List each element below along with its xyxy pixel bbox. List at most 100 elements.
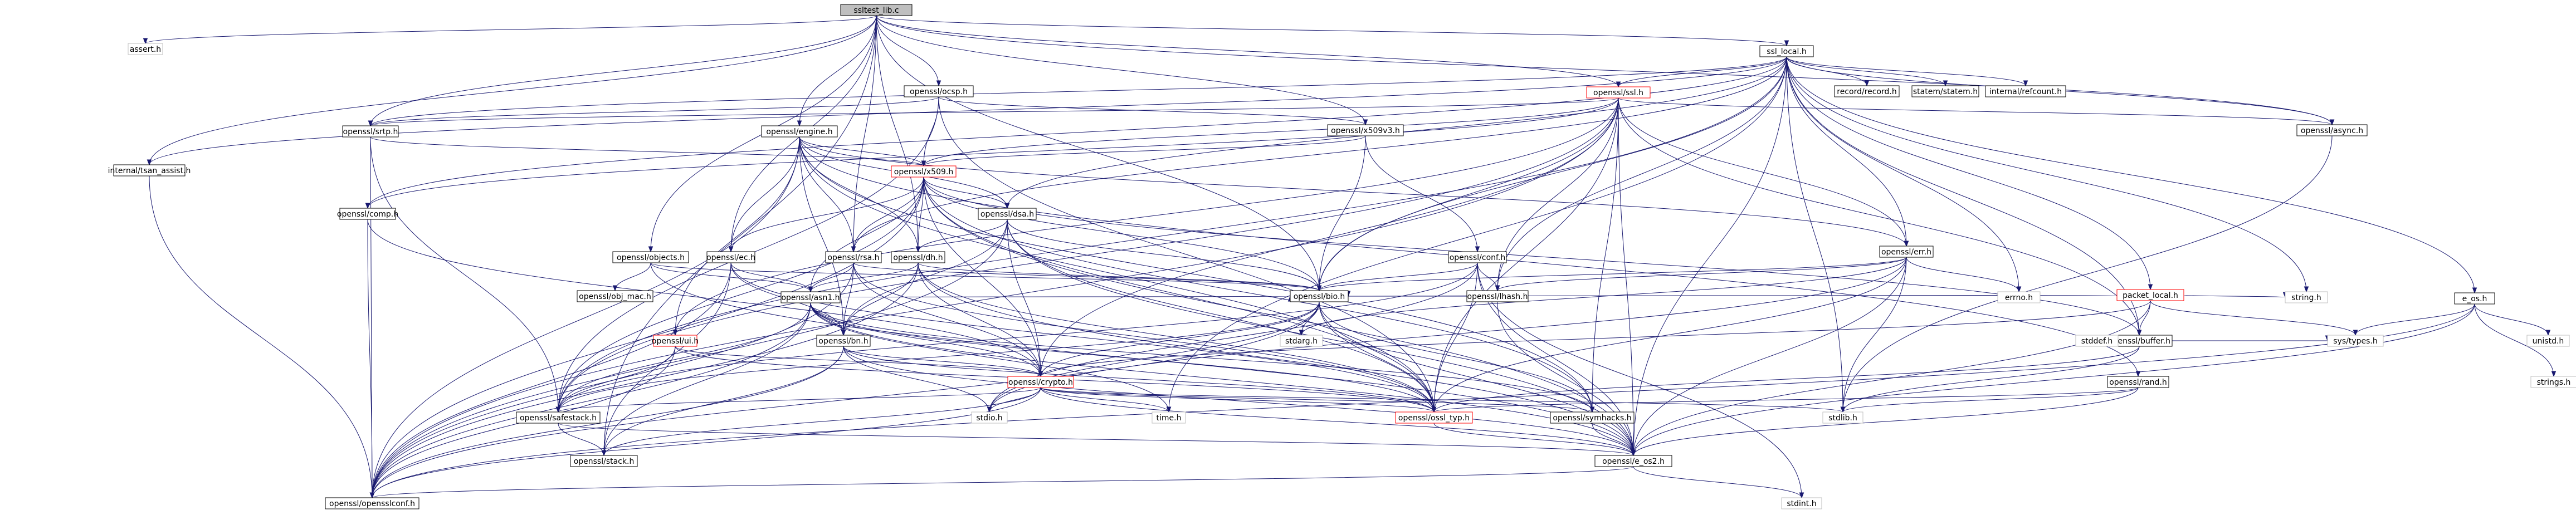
edge-arrowhead (1475, 246, 1480, 253)
node-ssl[interactable]: openssl/ssl.h (1586, 86, 1651, 99)
dependency-edge (918, 262, 1320, 291)
node-unistd: unistd.h (2526, 335, 2570, 347)
node-buffer[interactable]: openssl/buffer.h (2106, 335, 2173, 347)
node-ssl-local[interactable]: ssl_local.h (1759, 45, 1814, 57)
node-systypes: sys/types.h (2327, 335, 2384, 347)
dependency-edge (1497, 301, 1634, 456)
node-safestack[interactable]: openssl/safestack.h (516, 411, 601, 424)
dependency-edge (558, 301, 1320, 413)
node-stack[interactable]: openssl/stack.h (570, 455, 638, 467)
dependency-edge (876, 15, 939, 86)
dependency-edge (370, 136, 924, 166)
dependency-edge (558, 262, 1478, 413)
node-dsa[interactable]: openssl/dsa.h (978, 208, 1037, 220)
edge-arrowhead (2304, 286, 2309, 293)
edge-arrowhead (1864, 80, 1870, 87)
node-ec[interactable]: openssl/ec.h (706, 251, 755, 263)
dependency-edge (1007, 219, 1435, 413)
dependency-edge (370, 136, 373, 498)
node-ossl-typ[interactable]: openssl/ossl_typ.h (1395, 411, 1473, 424)
node-opensslconf[interactable]: openssl/opensslconf.h (325, 497, 419, 509)
node-statem[interactable]: statem/statem.h (1911, 85, 1979, 97)
dependency-edge (876, 15, 1320, 291)
dependency-edge (876, 15, 919, 252)
node-obj-mac[interactable]: openssl/obj_mac.h (577, 290, 653, 302)
dependency-edge (1633, 56, 1787, 456)
node-bn[interactable]: openssl/bn.h (816, 335, 871, 347)
node-async[interactable]: openssl/async.h (2296, 124, 2368, 136)
dependency-edge (372, 303, 2475, 498)
node-x509v3[interactable]: openssl/x509v3.h (1327, 124, 1404, 136)
node-tsan[interactable]: internal/tsan_assist.h (108, 164, 191, 176)
node-box (825, 251, 882, 263)
node-box (761, 125, 838, 138)
dependency-edge (810, 176, 924, 292)
node-box (2454, 292, 2495, 305)
node-bio[interactable]: openssl/bio.h (1290, 290, 1349, 302)
graph-edges (143, 15, 2557, 499)
dependency-edge (1497, 97, 1619, 291)
node-box (971, 411, 1008, 424)
node-root[interactable]: ssltest_lib.c (840, 4, 913, 16)
dependency-edge (876, 15, 1366, 125)
dependency-edge (367, 56, 1787, 209)
node-srtp[interactable]: openssl/srtp.h (342, 125, 399, 138)
node-box (706, 251, 755, 263)
node-box (1822, 411, 1863, 424)
node-box (2107, 376, 2169, 388)
node-err[interactable]: openssl/err.h (1879, 246, 1934, 258)
dependency-edge (1040, 387, 1593, 413)
dependency-edge (603, 387, 1041, 456)
node-lhash[interactable]: openssl/lhash.h (1466, 290, 1529, 302)
node-label: openssl/rand.h (2109, 378, 2167, 387)
dependency-edge (1007, 219, 1320, 291)
node-label: openssl/bio.h (1294, 292, 1345, 301)
node-stdint: stdint.h (1781, 497, 1822, 509)
node-x509[interactable]: openssl/x509.h (891, 165, 957, 178)
dependency-edge (810, 302, 1634, 456)
dependency-edge (810, 302, 1041, 377)
node-box (612, 251, 689, 263)
node-label: openssl/dsa.h (980, 210, 1034, 219)
node-refcount[interactable]: internal/refcount.h (1985, 85, 2066, 97)
node-ui[interactable]: openssl/ui.h (652, 335, 699, 347)
node-engine[interactable]: openssl/engine.h (761, 125, 838, 138)
dependency-edge (810, 262, 854, 292)
dependency-edge (989, 257, 1907, 413)
dependency-edge (810, 302, 1435, 413)
node-crypto[interactable]: openssl/crypto.h (1007, 376, 1074, 388)
node-e-os2[interactable]: openssl/e_os2.h (1594, 455, 1672, 467)
node-objects[interactable]: openssl/objects.h (612, 251, 689, 263)
node-label: openssl/objects.h (617, 253, 685, 262)
edge-arrowhead (2135, 371, 2141, 377)
node-label: internal/refcount.h (1989, 87, 2062, 96)
node-packet[interactable]: packet_local.h (2116, 289, 2184, 301)
node-e-os[interactable]: e_os.h (2454, 292, 2495, 305)
node-symhacks[interactable]: openssl/symhacks.h (1550, 411, 1635, 424)
node-asn1[interactable]: openssl/asn1.h (780, 291, 841, 303)
node-box (1290, 290, 1349, 302)
node-ocsp[interactable]: openssl/ocsp.h (904, 85, 974, 97)
node-rand[interactable]: openssl/rand.h (2107, 376, 2169, 388)
node-dh[interactable]: openssl/dh.h (891, 251, 945, 263)
dependency-edge (558, 346, 676, 413)
edge-arrowhead (555, 406, 561, 413)
dependency-edge (1040, 300, 2151, 377)
node-record[interactable]: record/record.h (1834, 85, 1900, 97)
node-box (1985, 85, 2066, 97)
node-label: ssl_local.h (1767, 47, 1806, 56)
node-box (1395, 411, 1473, 424)
edge-arrowhead (1299, 330, 1304, 336)
node-rsa[interactable]: openssl/rsa.h (825, 251, 882, 263)
node-conf[interactable]: openssl/conf.h (1448, 251, 1507, 263)
dependency-edge (558, 97, 1619, 413)
dependency-edge (370, 56, 1787, 126)
node-comp[interactable]: openssl/comp.h (337, 208, 398, 220)
dependency-edge (372, 262, 919, 498)
node-box (339, 208, 396, 220)
dependency-edge (650, 262, 1320, 291)
dependency-edge (1319, 301, 1634, 456)
dependency-edge (603, 302, 811, 456)
node-box (780, 291, 841, 303)
edge-arrowhead (1038, 371, 1043, 377)
